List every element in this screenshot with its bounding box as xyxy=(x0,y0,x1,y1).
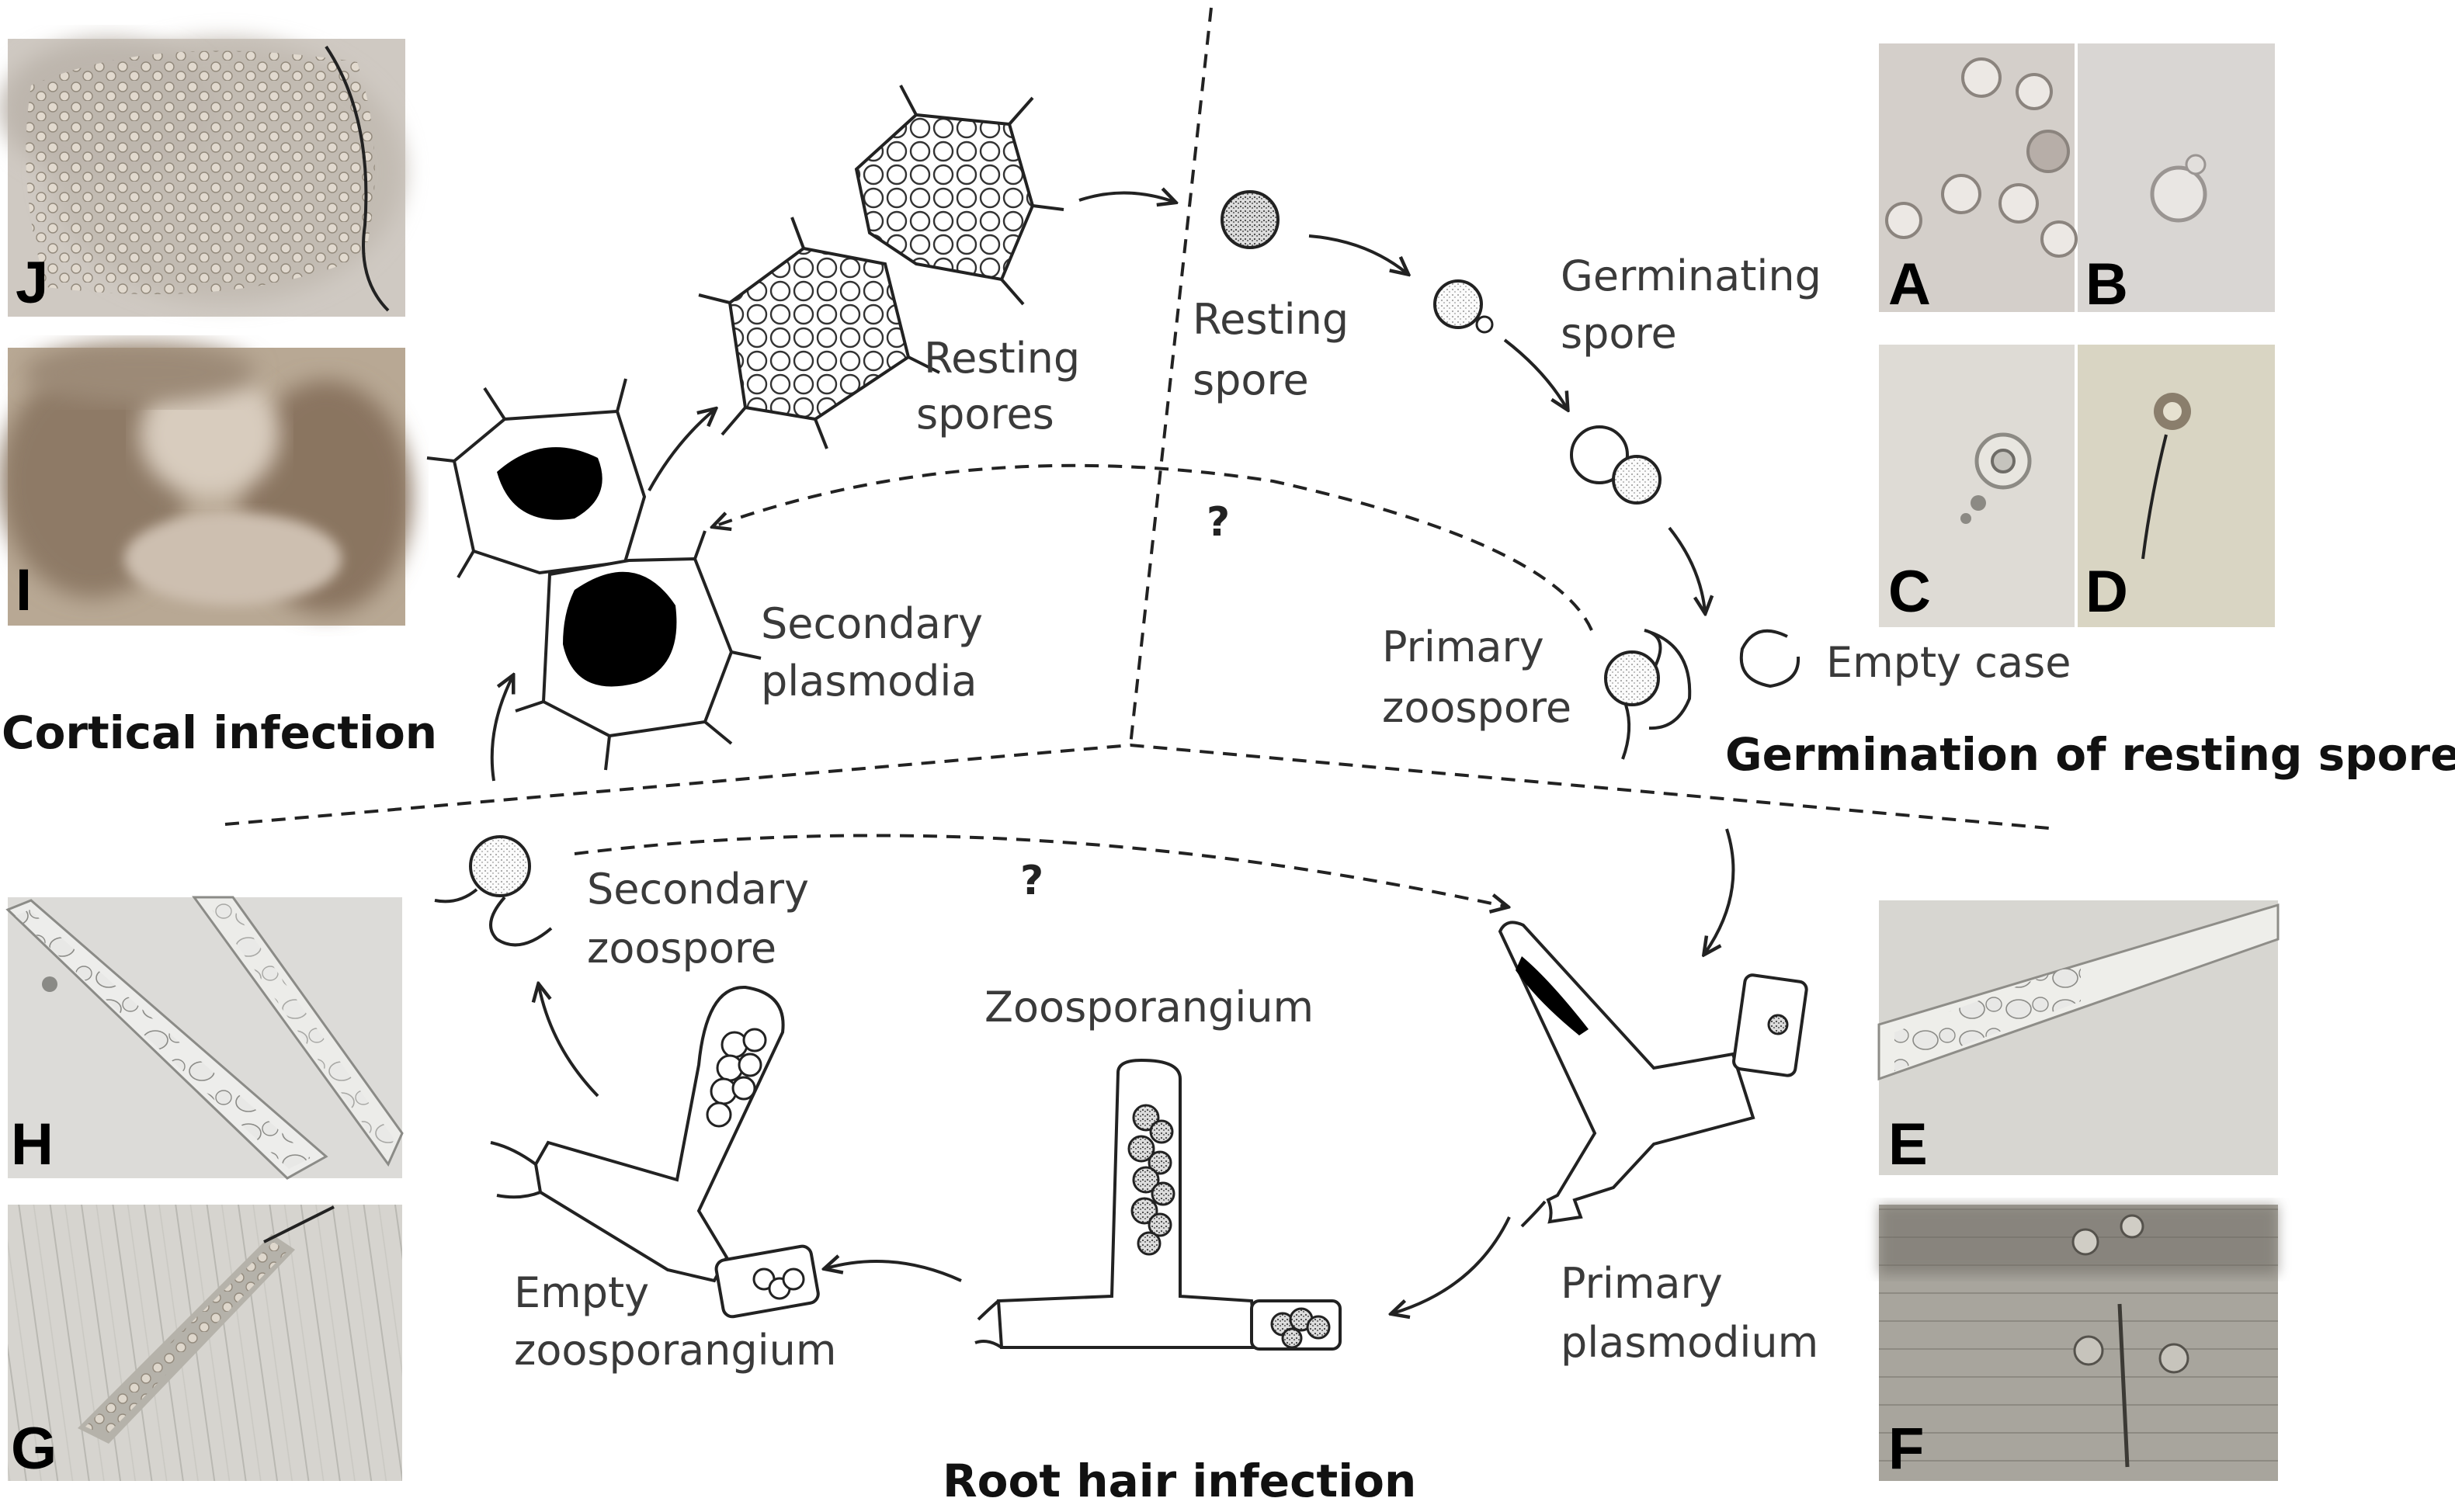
photo-panel-d: D xyxy=(2078,345,2275,627)
secondary-plasmodia-cells xyxy=(426,378,762,771)
photo-panel-c: C xyxy=(1879,345,2075,627)
dashed-arrow-to-primary-plasmodium xyxy=(574,834,1506,907)
resting-spore-label: Resting spore xyxy=(1193,295,1349,404)
zoosporangium-cell xyxy=(974,1058,1342,1351)
svg-text:plasmodia: plasmodia xyxy=(761,657,977,706)
empty-case-label: Empty case xyxy=(1826,638,2071,687)
svg-text:Secondary: Secondary xyxy=(761,599,983,648)
photo-panel-j: J xyxy=(0,39,405,317)
photo-panel-f: F xyxy=(1879,1205,2278,1482)
arrow-to-resting-spores xyxy=(648,410,714,491)
arrow-to-dividing-spore xyxy=(1503,338,1567,408)
panel-label-c: C xyxy=(1888,559,1931,625)
dividing-spore-cell xyxy=(1570,425,1662,505)
section-dividers xyxy=(224,7,2058,831)
primary-plasmodium-cell xyxy=(1498,921,1808,1228)
svg-text:Secondary: Secondary xyxy=(587,865,809,914)
panel-label-f: F xyxy=(1888,1416,1924,1482)
germinating-spore-cell xyxy=(1433,279,1494,334)
resting-spore-cell xyxy=(1221,190,1280,249)
resting-spores-cells xyxy=(698,85,1064,449)
section-title-cortical: Cortical infection xyxy=(2,706,437,759)
primary-zoospore-label: Primary zoospore xyxy=(1382,622,1571,732)
svg-text:spore: spore xyxy=(1193,355,1309,404)
panel-label-g: G xyxy=(11,1416,57,1482)
resting-spores-label: Resting spores xyxy=(916,334,1080,439)
svg-text:spores: spores xyxy=(916,390,1054,439)
panel-label-e: E xyxy=(1888,1111,1928,1177)
svg-text:Resting: Resting xyxy=(1193,295,1349,344)
photo-panel-g: G xyxy=(8,1205,402,1482)
photo-panel-i: I xyxy=(0,342,411,626)
panel-label-j: J xyxy=(16,250,48,316)
svg-text:Resting: Resting xyxy=(924,334,1080,383)
svg-text:Germinating: Germinating xyxy=(1561,251,1821,300)
arrow-to-secondary-zoospore xyxy=(539,986,599,1098)
photo-panel-b: B xyxy=(2078,43,2275,317)
arrow-to-germinating-spore xyxy=(1308,234,1407,273)
panel-label-i: I xyxy=(16,557,32,623)
panel-label-d: D xyxy=(2085,559,2128,625)
germinating-spore-label: Germinating spore xyxy=(1561,251,1821,358)
arrow-to-primary-zoospore xyxy=(1668,526,1705,612)
svg-text:Primary: Primary xyxy=(1382,622,1544,671)
svg-text:zoosporangium: zoosporangium xyxy=(514,1326,837,1375)
svg-text:zoospore: zoospore xyxy=(587,924,776,973)
empty-zoosporangium-label: Empty zoosporangium xyxy=(514,1268,837,1375)
primary-zoospore-cell xyxy=(1604,629,1692,760)
secondary-zoospore-cell xyxy=(434,835,553,947)
photo-panel-a: A xyxy=(1879,43,2078,317)
section-title-root-hair: Root hair infection xyxy=(943,1455,1416,1507)
secondary-zoospore-label: Secondary zoospore xyxy=(587,865,809,973)
arrow-to-zoosporangium xyxy=(1393,1216,1511,1313)
svg-text:Primary: Primary xyxy=(1561,1259,1723,1308)
photo-panel-h: H xyxy=(5,896,404,1180)
unknown-mark-upper: ? xyxy=(1207,499,1230,546)
section-title-germination: Germination of resting spores xyxy=(1725,728,2455,781)
arrow-to-resting-spore xyxy=(1078,192,1174,202)
arrow-to-secondary-plasmodia xyxy=(490,677,512,782)
unknown-mark-lower: ? xyxy=(1020,858,1043,904)
panel-label-b: B xyxy=(2085,251,2128,317)
primary-plasmodium-label: Primary plasmodium xyxy=(1561,1259,1818,1367)
svg-text:Empty: Empty xyxy=(514,1268,649,1317)
svg-text:plasmodium: plasmodium xyxy=(1561,1318,1818,1367)
panel-label-h: H xyxy=(11,1111,54,1177)
arrow-to-empty-zoosporangium xyxy=(826,1261,962,1282)
panel-label-a: A xyxy=(1888,251,1931,317)
svg-text:spore: spore xyxy=(1561,309,1677,358)
empty-case-cell xyxy=(1739,629,1800,688)
photo-panel-e: E xyxy=(1877,900,2280,1177)
dashed-arrow-to-secondary-plasmodia xyxy=(714,463,1593,631)
svg-text:zoospore: zoospore xyxy=(1382,683,1571,732)
secondary-plasmodia-label: Secondary plasmodia xyxy=(761,599,983,706)
empty-zoosporangium-cell xyxy=(490,985,820,1319)
arrow-to-primary-plasmodium xyxy=(1705,828,1735,953)
zoosporangium-label: Zoosporangium xyxy=(984,983,1314,1032)
